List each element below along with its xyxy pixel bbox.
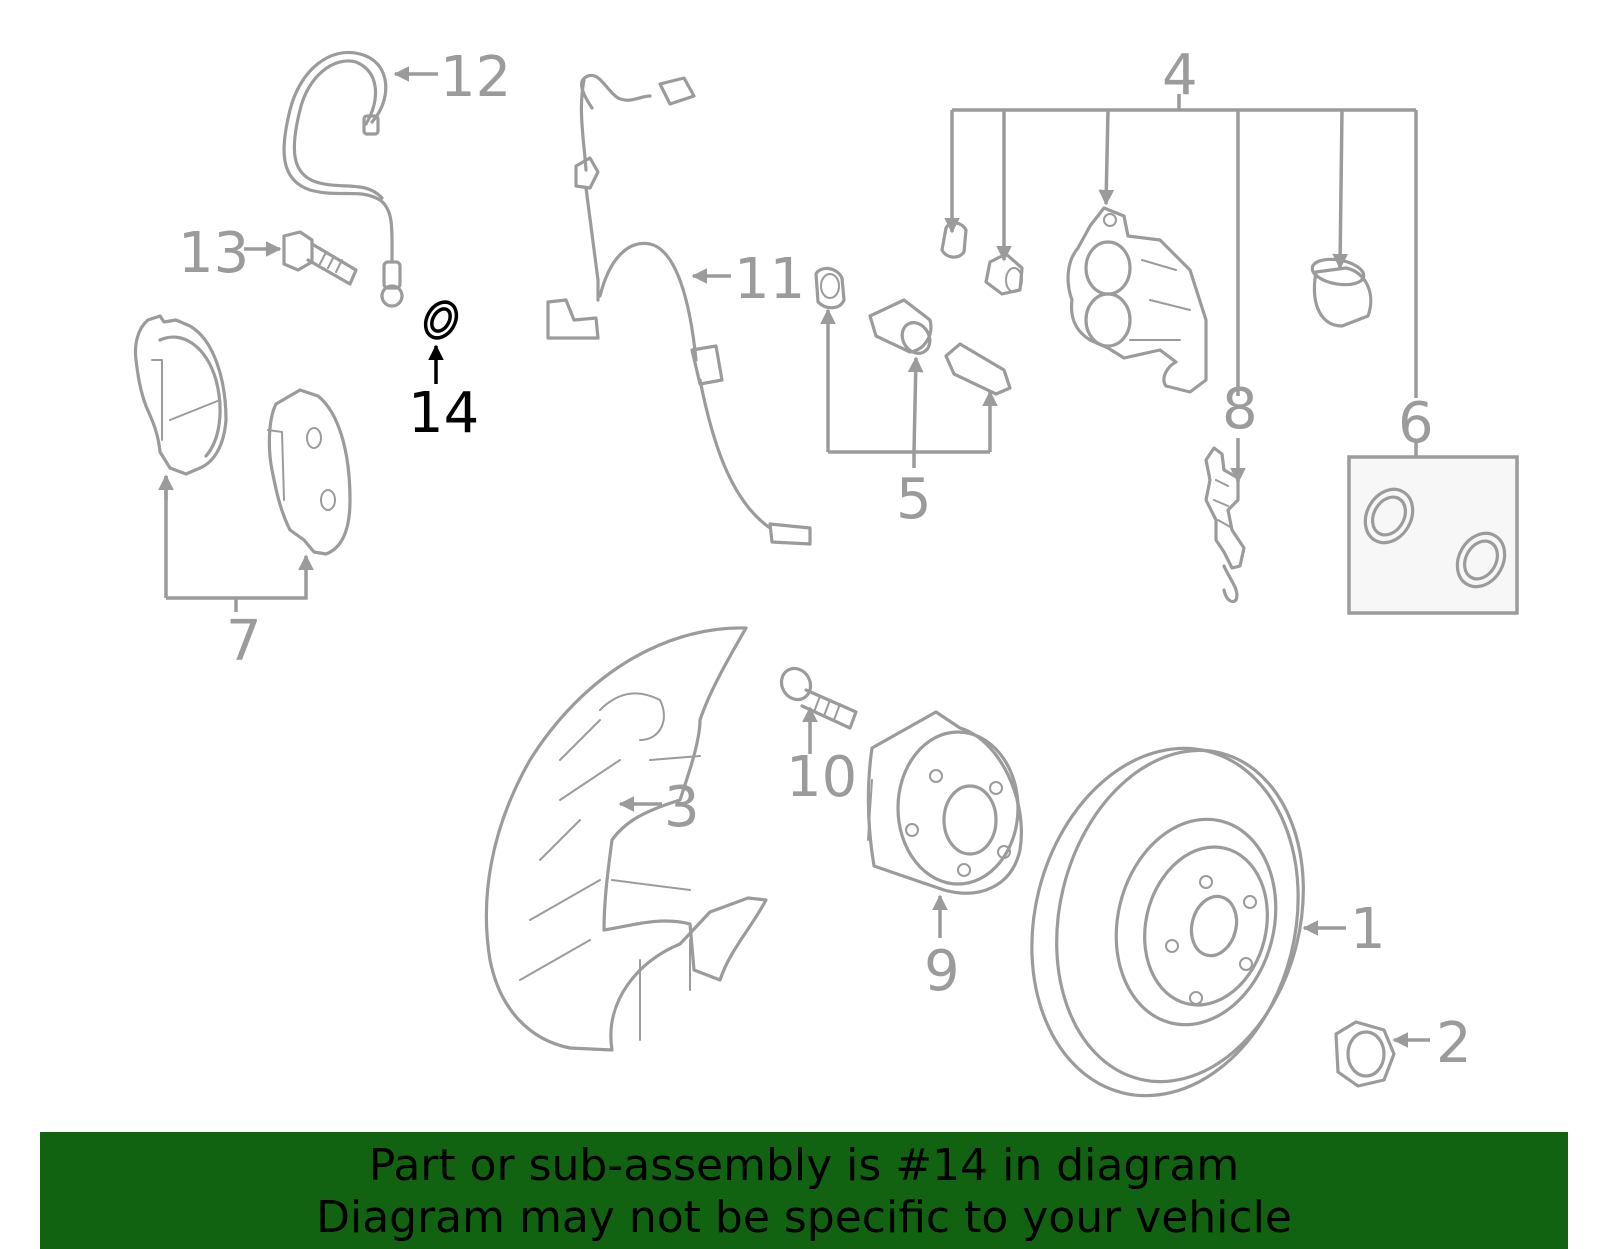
brake-assembly-diagram: 1 2 3 4 5 6 7 8 9 10 11 12 13 14 <box>133 43 1519 1098</box>
brake-rotor-part <box>1030 746 1305 1098</box>
abs-sensor-part <box>546 73 812 546</box>
callout-2: 2 <box>1436 1011 1472 1076</box>
seal-kit-part <box>1347 455 1519 615</box>
leader-lines <box>158 66 1430 1048</box>
callout-5: 5 <box>896 467 932 532</box>
washer-part <box>423 300 459 340</box>
hub-nut-part <box>1334 1020 1396 1088</box>
wheel-stud-part <box>779 666 858 730</box>
banner-line-2: Diagram may not be specific to your vehi… <box>316 1192 1292 1243</box>
callout-9: 9 <box>924 939 960 1004</box>
dust-shield-part <box>484 626 768 1052</box>
callout-6: 6 <box>1398 391 1434 456</box>
caliper-part <box>940 206 1373 394</box>
callout-1: 1 <box>1350 897 1386 962</box>
brake-pads-part <box>133 314 352 556</box>
callout-12: 12 <box>440 45 511 110</box>
slide-pins-part <box>814 266 1012 396</box>
callout-labels: 1 2 3 4 5 6 7 8 9 10 11 12 13 14 <box>178 43 1472 1076</box>
bolt-part <box>282 230 358 286</box>
callout-10: 10 <box>786 745 857 810</box>
banner-line-1: Part or sub-assembly is #14 in diagram <box>368 1140 1240 1191</box>
callout-7: 7 <box>226 609 262 674</box>
callout-13: 13 <box>178 221 249 286</box>
callout-4: 4 <box>1162 43 1198 108</box>
callout-11: 11 <box>734 247 805 312</box>
hub-bearing-part <box>866 710 1023 895</box>
info-banner: Part or sub-assembly is #14 in diagram D… <box>40 1132 1568 1249</box>
brake-hose-part <box>282 50 404 308</box>
callout-3: 3 <box>664 775 700 840</box>
callout-8: 8 <box>1222 377 1258 442</box>
callout-14-highlighted: 14 <box>408 381 479 446</box>
